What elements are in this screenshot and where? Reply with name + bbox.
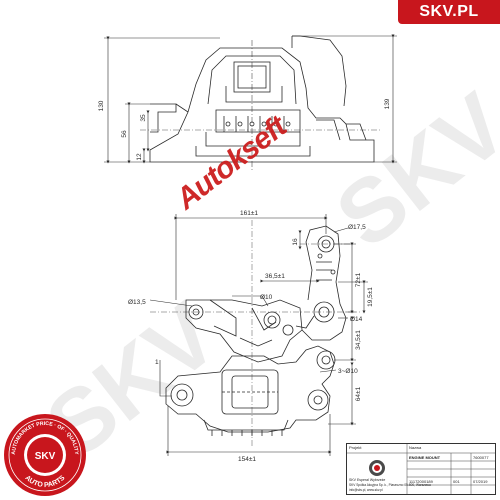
dim-36-5: 36,5±1	[265, 273, 285, 280]
tb-sheet: 001	[453, 479, 460, 484]
seal-center-text: SKV	[35, 451, 56, 462]
tb-email: info@skv.pl, www.skv.pl	[349, 488, 383, 492]
dim-top-139: 139	[384, 98, 391, 109]
tb-label-name: Nazwa	[409, 445, 422, 450]
dim-d13-5: Ø13,5	[128, 299, 146, 306]
top-view-dimensions	[104, 34, 397, 164]
dim-top-12: 12	[136, 153, 143, 161]
dim-154: 154±1	[238, 456, 256, 463]
dim-top-56: 56	[121, 130, 128, 138]
dim-1: 1	[155, 359, 159, 366]
tb-date: 07/2019	[473, 479, 488, 484]
dim-d10: Ø10	[260, 294, 273, 301]
tb-row-id: 11172000189	[409, 479, 433, 484]
brand-logo: SKV.PL	[398, 0, 500, 24]
dim-16: 16	[292, 238, 299, 246]
top-view-drawing	[140, 35, 380, 170]
dim-64: 64±1	[355, 386, 362, 401]
dim-19-5: 19,5±1	[367, 287, 374, 307]
title-block: Projekt Nazwa ENGINE MOUNT 7600077 11172…	[346, 443, 496, 495]
dim-d14: Ø14	[350, 316, 363, 323]
bottom-view-dimensions	[149, 214, 368, 456]
dim-72: 72±1	[355, 272, 362, 287]
dim-top-130: 130	[98, 100, 105, 111]
dim-161: 161±1	[240, 210, 258, 217]
dim-3-d10: 3~Ø10	[338, 368, 358, 375]
tb-company: SKV Esperal Wybrzeże	[349, 478, 386, 482]
dim-34-5: 34,5±1	[355, 330, 362, 350]
bottom-view-drawing	[150, 220, 360, 448]
tb-part-number: 7600077	[473, 455, 489, 460]
tb-address: SKV Spółka Akcyjna Sp. k., Piaseczno 05-…	[349, 483, 431, 487]
quality-seal: AUTOMARKET PRICE · OF · QUALITY AUTO PAR…	[4, 414, 86, 496]
tb-label-project: Projekt	[349, 445, 362, 450]
dim-d17-5: Ø17,5	[348, 224, 366, 231]
tb-part-name: ENGINE MOUNT	[409, 455, 441, 460]
dim-top-35: 35	[140, 114, 147, 122]
title-block-grid	[347, 444, 495, 494]
